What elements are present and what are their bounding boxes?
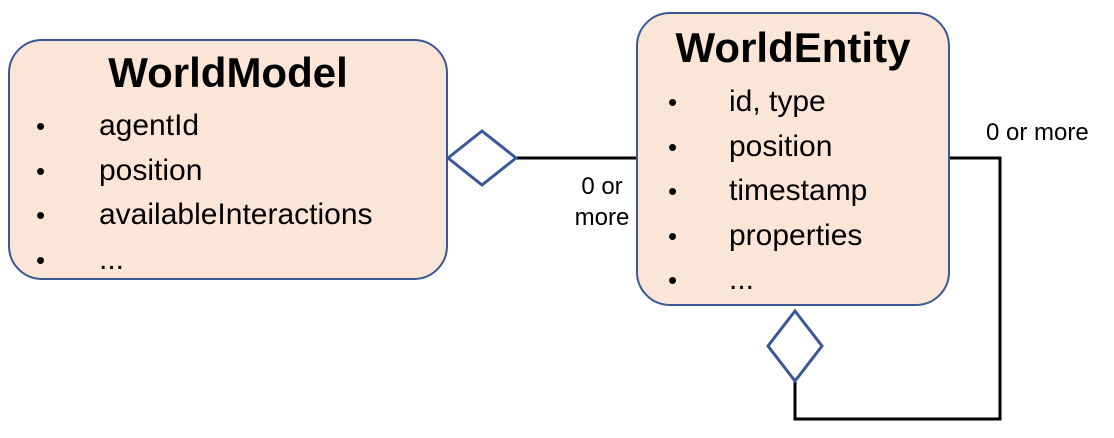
multiplicity-line: more: [574, 204, 630, 231]
entity-self-association-line: [793, 156, 1002, 421]
bullet-icon: •: [668, 176, 678, 206]
world-entity-title: WorldEntity: [675, 24, 911, 71]
attribute-label: timestamp: [729, 174, 868, 207]
bullet-icon: •: [36, 244, 46, 275]
bullet-icon: •: [668, 131, 678, 162]
attribute-label: position: [99, 153, 203, 187]
world-entity-class-box: WorldEntity • id, type • position • time…: [636, 12, 950, 306]
bullet-icon: •: [36, 155, 46, 186]
attribute-label: position: [729, 129, 833, 163]
attribute-label: availableInteractions: [99, 198, 373, 231]
attribute-label: id, type: [729, 85, 826, 118]
attribute-label: ...: [729, 263, 755, 296]
bullet-icon: •: [668, 87, 678, 117]
attribute-label: ...: [99, 242, 125, 276]
model-entity-multiplicity-label: 0 or more: [566, 171, 638, 233]
bullet-icon: •: [36, 200, 46, 230]
attribute-label: agentId: [99, 109, 200, 142]
bullet-icon: •: [36, 111, 46, 141]
bullet-icon: •: [668, 265, 678, 295]
attribute-label: properties: [729, 218, 863, 252]
self-multiplicity-label: 0 or more: [986, 119, 1089, 146]
world-model-class-box: WorldModel • agentId • position • availa…: [8, 39, 448, 280]
world-model-title: WorldModel: [108, 49, 348, 96]
bullet-icon: •: [668, 220, 678, 251]
multiplicity-line: 0 or: [581, 173, 623, 200]
